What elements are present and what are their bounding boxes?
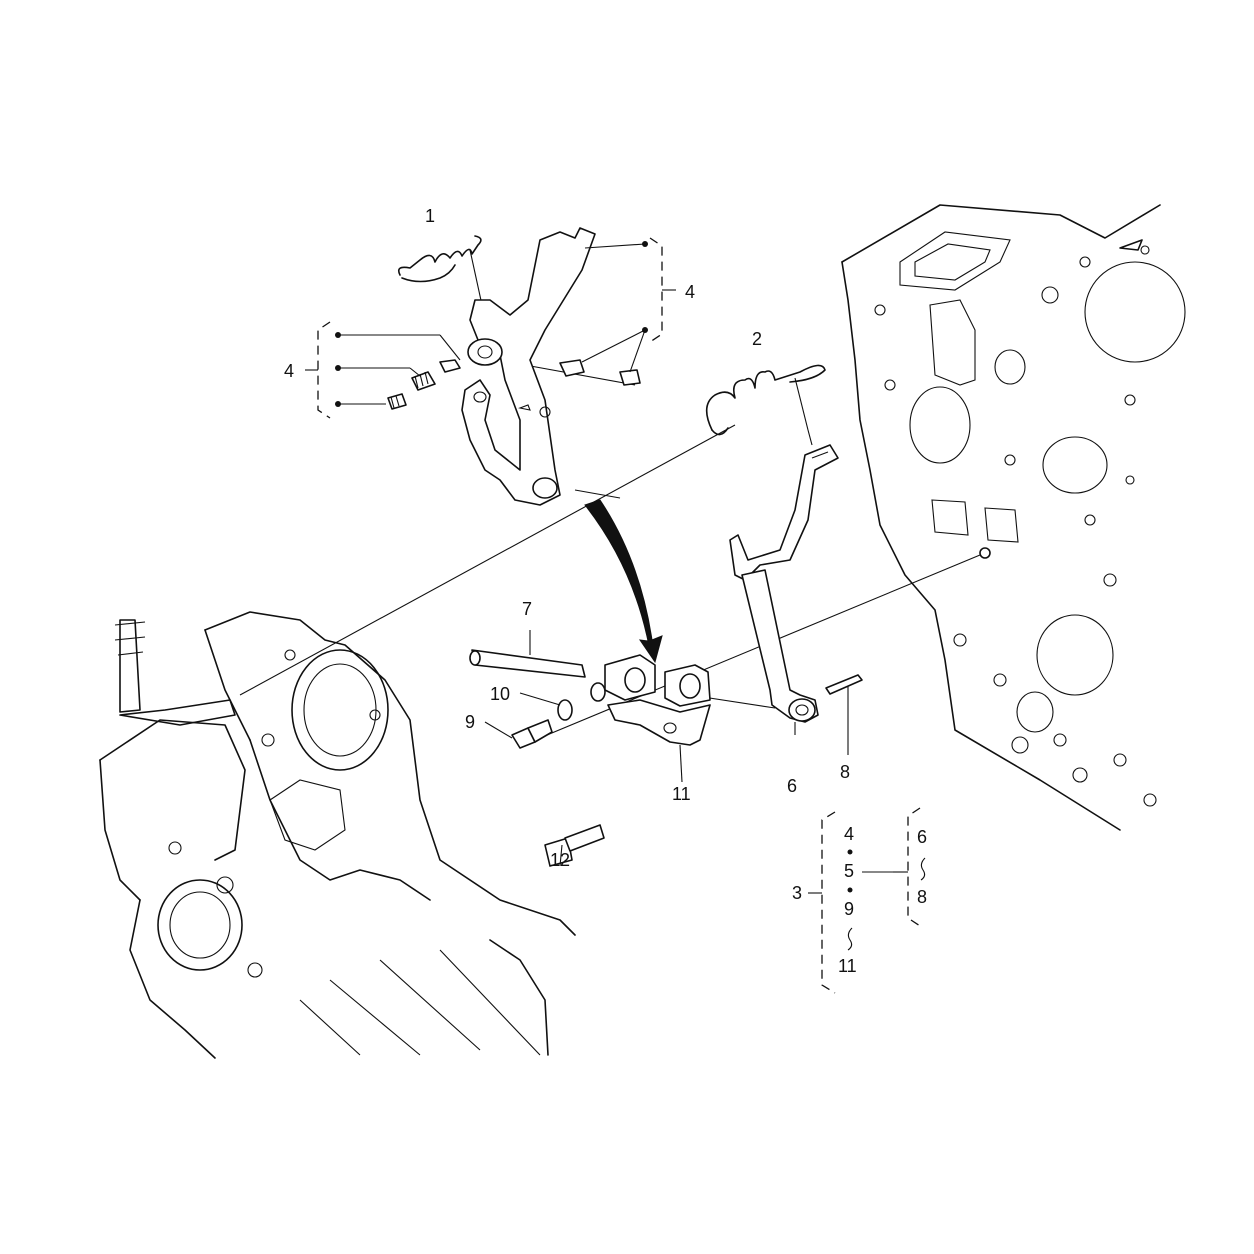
callout-9: 9 — [465, 712, 475, 732]
callout-7: 7 — [522, 599, 532, 619]
key-right-8: 8 — [917, 887, 927, 907]
callout-4-right: 4 — [685, 282, 695, 302]
key-left-11: 11 — [838, 956, 857, 976]
fork-fittings — [335, 241, 648, 410]
spring-part-1 — [397, 235, 483, 306]
lever-arm-part-6 — [729, 444, 839, 735]
assembly-arrow — [584, 499, 663, 664]
callout-1: 1 — [425, 206, 435, 226]
bracket-4-left — [305, 321, 331, 419]
callout-6: 6 — [787, 776, 797, 796]
key-left-4: 4 — [844, 824, 854, 844]
shaft-part-7 — [469, 630, 586, 678]
engine-block-housing — [841, 204, 1186, 831]
callout-4-left: 4 — [284, 361, 294, 381]
fork-lever-part-4 — [461, 227, 596, 506]
callout-10: 10 — [490, 684, 510, 704]
callout-8: 8 — [840, 762, 850, 782]
bolt-part-12 — [544, 824, 605, 867]
key-right-6: 6 — [917, 827, 927, 847]
pin-part-8 — [825, 674, 863, 755]
key-left-5: 5 — [844, 861, 854, 881]
gear-case-housing — [99, 611, 576, 1059]
spring-part-2 — [705, 364, 826, 446]
bracket-part-11 — [604, 654, 711, 783]
callout-11: 11 — [672, 784, 691, 804]
assembly-key: 4 5 9 11 6 8 — [808, 807, 927, 994]
bracket-4-right — [649, 237, 676, 343]
callout-12: 12 — [550, 850, 570, 870]
o-ring — [979, 547, 991, 559]
key-left-9: 9 — [844, 899, 854, 919]
callout-3: 3 — [792, 883, 802, 903]
callout-2: 2 — [752, 329, 762, 349]
washer-part-10 — [519, 682, 606, 721]
bolt-part-9 — [484, 719, 553, 749]
